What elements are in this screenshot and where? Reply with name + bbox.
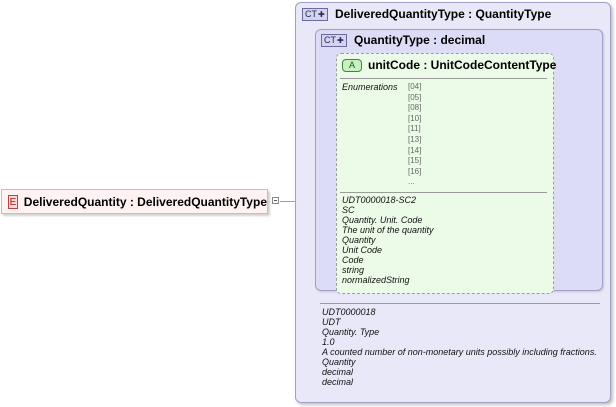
complex-type-badge-icon: CT✚ xyxy=(302,8,328,21)
doc-line: Quantity. Unit. Code xyxy=(342,215,423,225)
enum-value: [14] xyxy=(408,145,422,155)
doc-line: Quantity xyxy=(342,235,376,245)
connector-line xyxy=(280,201,295,202)
enum-value: [08] xyxy=(408,103,422,113)
doc-line: 1.0 xyxy=(322,337,335,347)
doc-line: Quantity xyxy=(322,357,356,367)
enum-value: [05] xyxy=(408,92,422,102)
inner-type-base: decimal xyxy=(440,33,486,47)
complex-type-documentation: UDT0000018 UDT Quantity. Type 1.0 A coun… xyxy=(322,307,597,387)
divider xyxy=(340,78,547,79)
expand-toggle-icon[interactable] xyxy=(272,197,279,204)
doc-line: The unit of the quantity xyxy=(342,225,434,235)
enum-value: [04] xyxy=(408,82,422,91)
enum-value: [10] xyxy=(408,113,422,123)
doc-line: UDT xyxy=(322,317,341,327)
element-type: DeliveredQuantityType xyxy=(137,194,267,209)
attribute-title: unitCode : UnitCodeContentType xyxy=(368,58,556,72)
complex-type-title: DeliveredQuantityType : QuantityType xyxy=(335,7,551,21)
doc-line: Unit Code xyxy=(342,245,383,255)
element-delivered-quantity[interactable]: E DeliveredQuantity : DeliveredQuantityT… xyxy=(1,189,268,214)
element-badge-icon: E xyxy=(8,194,18,209)
doc-line: UDT0000018 xyxy=(322,307,376,317)
doc-line: string xyxy=(342,265,365,275)
complex-type-separator: : xyxy=(464,7,476,21)
inner-type-separator: : xyxy=(429,33,441,47)
element-name: DeliveredQuantity xyxy=(23,194,127,209)
doc-line: Code xyxy=(342,255,364,265)
complex-type-name: DeliveredQuantityType xyxy=(335,7,465,21)
divider xyxy=(340,192,547,193)
doc-line: Quantity. Type xyxy=(322,327,380,337)
attribute-badge-icon: A xyxy=(342,59,362,72)
attribute-unit-code[interactable] xyxy=(336,53,554,294)
doc-line: decimal xyxy=(322,367,354,377)
doc-line: decimal xyxy=(322,377,354,387)
doc-line: UDT0000018-SC2 xyxy=(342,195,417,205)
attribute-type: UnitCodeContentType xyxy=(430,58,557,72)
enumeration-list: [04] [05] [08] [10] [11] [13] [14] [15] … xyxy=(408,82,421,188)
enum-value: ... xyxy=(408,177,415,187)
attribute-documentation: UDT0000018-SC2 SC Quantity. Unit. Code T… xyxy=(342,195,434,285)
element-type-separator: : xyxy=(126,194,138,209)
complex-type-badge-icon: CT✚ xyxy=(321,34,347,47)
enumerations-label: Enumerations xyxy=(342,82,398,92)
attribute-separator: : xyxy=(420,58,431,72)
enum-value: [15] xyxy=(408,156,422,166)
enum-value: [13] xyxy=(408,134,422,144)
doc-line: SC xyxy=(342,205,355,215)
element-label: DeliveredQuantity : DeliveredQuantityTyp… xyxy=(24,195,267,209)
attribute-name: unitCode xyxy=(368,58,420,72)
enum-value: [16] xyxy=(408,166,422,176)
inner-type-name: QuantityType xyxy=(354,33,430,47)
doc-line: normalizedString xyxy=(342,275,410,285)
doc-line: A counted number of non-monetary units p… xyxy=(322,347,597,357)
inner-type-title: QuantityType : decimal xyxy=(354,33,485,47)
divider xyxy=(320,303,600,304)
enum-value: [11] xyxy=(408,124,421,134)
complex-type-base: QuantityType xyxy=(475,7,552,21)
